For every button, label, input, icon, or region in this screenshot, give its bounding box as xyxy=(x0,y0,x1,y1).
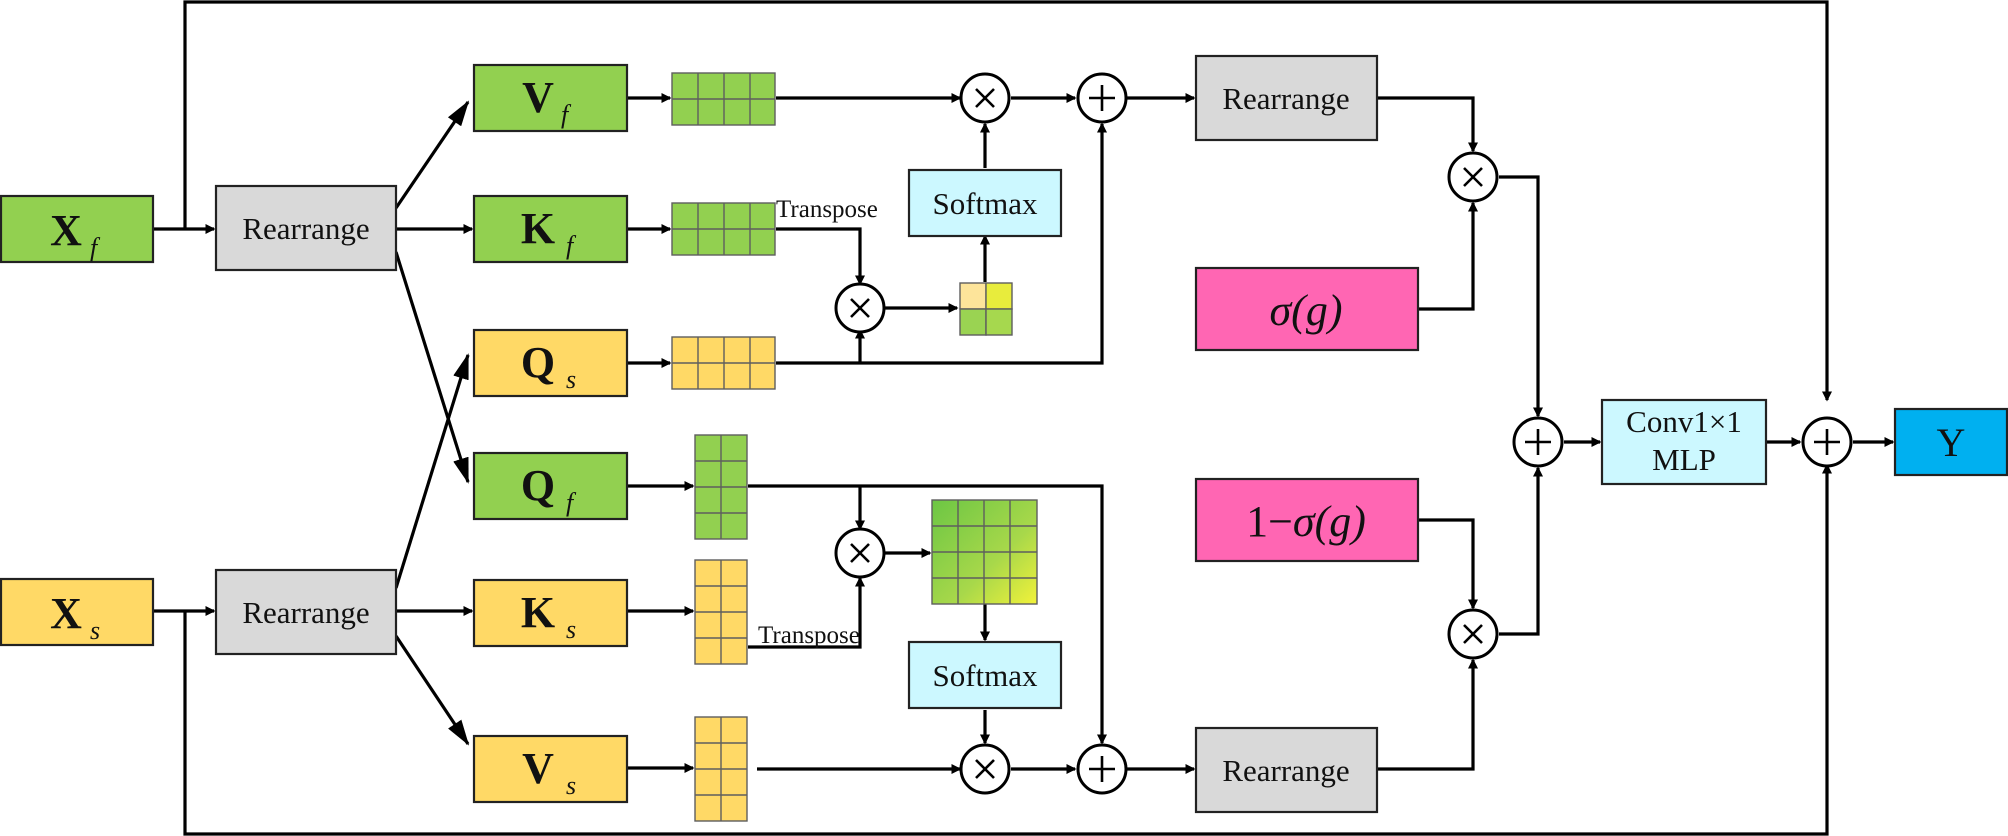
multiply-op-gate-bottom xyxy=(1447,608,1499,660)
one-minus-sigma: σ(g) xyxy=(1293,497,1366,546)
token-grid-vf xyxy=(671,72,776,126)
one-minus-sigma-g-label: 1−σ(g) xyxy=(1246,497,1366,546)
softmax-block-bottom: Softmax xyxy=(907,640,1063,710)
add-op-fusion xyxy=(1512,416,1564,468)
attention-map-large xyxy=(931,499,1038,605)
output-y: Y xyxy=(1893,407,2008,477)
token-grid-ks xyxy=(694,559,748,665)
input-xf: X f xyxy=(0,194,155,264)
add-op-residual xyxy=(1801,416,1853,468)
conv-label: Conv1×1 xyxy=(1626,404,1742,439)
qs-label: Q xyxy=(521,338,555,387)
sigma-g-block: σ(g) xyxy=(1194,266,1420,352)
softmax-block-top: Softmax xyxy=(907,168,1063,238)
vf-label: V xyxy=(522,73,554,122)
rearrange-label: Rearrange xyxy=(1222,753,1349,788)
softmax-label: Softmax xyxy=(932,658,1038,693)
conv-mlp-block: Conv1×1 MLP xyxy=(1600,398,1768,486)
one-minus-sigma-g-block: 1−σ(g) xyxy=(1194,477,1420,563)
input-xs: X s xyxy=(0,577,155,647)
rearrange-label: Rearrange xyxy=(1222,81,1349,116)
qs-block: Q s xyxy=(472,328,629,398)
qf-subscript: f xyxy=(566,488,577,517)
attention-map-small xyxy=(959,282,1013,336)
mlp-label: MLP xyxy=(1652,442,1716,477)
add-op-top xyxy=(1076,72,1128,124)
vf-block: V f xyxy=(472,63,629,133)
transpose-label-top: Transpose xyxy=(776,196,878,223)
token-grid-qs xyxy=(671,336,776,390)
vs-subscript: s xyxy=(566,771,576,800)
rearrange-block-top-right: Rearrange xyxy=(1194,54,1379,142)
token-grid-qf xyxy=(694,434,748,540)
vs-block: V s xyxy=(472,734,629,804)
xs-label: X xyxy=(50,589,82,638)
kf-label: K xyxy=(521,204,555,253)
qs-subscript: s xyxy=(566,365,576,394)
connections xyxy=(153,0,1895,836)
transpose-label-bottom: Transpose xyxy=(758,622,860,649)
rearrange-block-bottom-right: Rearrange xyxy=(1194,726,1379,814)
multiply-op-top-score xyxy=(834,282,886,334)
xf-subscript: f xyxy=(90,233,101,262)
rearrange-label: Rearrange xyxy=(242,211,369,246)
multiply-op-bottom-score xyxy=(834,527,886,579)
kf-block: K f xyxy=(472,194,629,264)
rearrange-label: Rearrange xyxy=(242,595,369,630)
kf-subscript: f xyxy=(566,231,577,260)
multiply-op-gate-top xyxy=(1447,151,1499,203)
ks-block: K s xyxy=(472,578,629,648)
add-op-bottom xyxy=(1076,743,1128,795)
vf-subscript: f xyxy=(561,100,572,129)
ks-label: K xyxy=(521,588,555,637)
rearrange-block-top-left: Rearrange xyxy=(214,184,398,272)
token-grid-kf xyxy=(671,202,776,256)
rearrange-block-bottom-left: Rearrange xyxy=(214,568,398,656)
vs-label: V xyxy=(522,744,554,793)
output-label: Y xyxy=(1937,420,1966,465)
token-grid-vs xyxy=(694,716,748,822)
multiply-op-top-value xyxy=(959,72,1011,124)
qf-label: Q xyxy=(521,461,555,510)
multiply-op-bottom-value xyxy=(959,743,1011,795)
one-minus-prefix: 1− xyxy=(1246,497,1293,546)
ks-subscript: s xyxy=(566,615,576,644)
xf-label: X xyxy=(50,206,82,255)
sigma-g-label: σ(g) xyxy=(1269,286,1342,335)
qf-block: Q f xyxy=(472,451,629,521)
xs-subscript: s xyxy=(90,616,100,645)
softmax-label: Softmax xyxy=(932,186,1038,221)
